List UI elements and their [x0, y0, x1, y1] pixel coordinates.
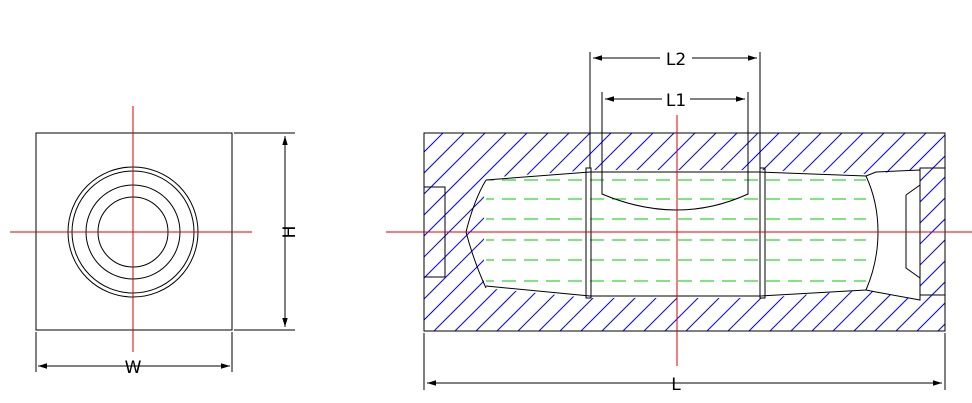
right-ring: [759, 167, 766, 299]
hatch-line: [424, 133, 507, 331]
hatch-line: [424, 133, 465, 331]
left-ring: [585, 167, 592, 299]
bubble-length-dimension: L1: [601, 89, 749, 172]
vial-outline: [485, 171, 867, 297]
section-view: L2 L1 L: [386, 48, 972, 395]
height-label: H: [280, 226, 300, 239]
width-dimension: W: [35, 332, 233, 378]
length-label: L: [671, 375, 681, 395]
bubble: [601, 172, 749, 211]
bubble-length-label: L1: [666, 91, 686, 111]
ring-spacing-label: L2: [666, 50, 686, 70]
liquid-fill: [486, 179, 866, 282]
width-label: W: [125, 358, 142, 378]
right-end-cap-inner: [905, 184, 921, 279]
hatch-line: [895, 133, 945, 331]
ring-spacing-dimension: L2: [589, 48, 761, 168]
height-dimension: H: [234, 132, 300, 331]
hatch-line: [424, 133, 486, 331]
length-dimension: L: [423, 333, 946, 395]
right-end-cap: [865, 169, 921, 301]
hatch-line: [853, 133, 945, 331]
front-view: H W: [10, 106, 300, 378]
vial-left-end: [465, 179, 487, 289]
